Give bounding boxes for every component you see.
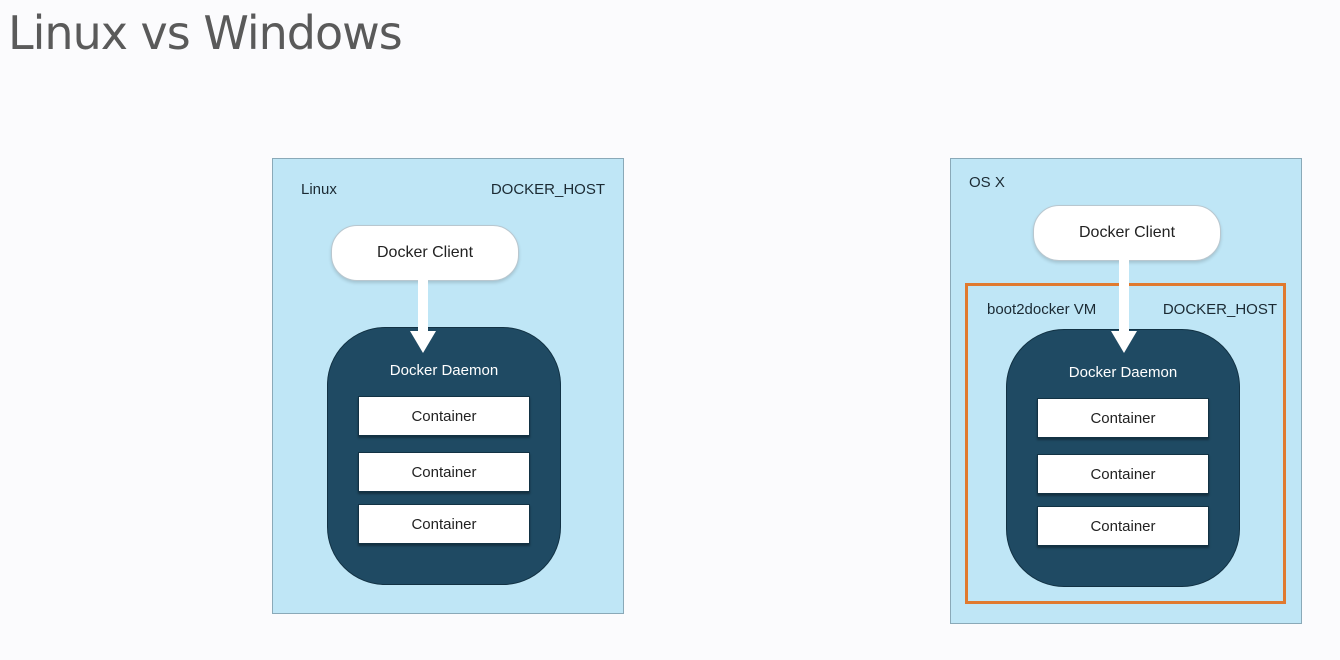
linux-arrow-shaft xyxy=(418,279,428,333)
osx-host-label: OS X xyxy=(969,174,1005,191)
osx-container-3: Container xyxy=(1037,506,1209,546)
linux-daemon-label: Docker Daemon xyxy=(389,362,499,379)
linux-docker-client: Docker Client xyxy=(331,225,519,281)
linux-docker-host-label: DOCKER_HOST xyxy=(490,181,605,198)
osx-arrow-head xyxy=(1111,331,1137,353)
linux-container-3: Container xyxy=(358,504,530,544)
slide-title: Linux vs Windows xyxy=(8,6,403,60)
linux-container-2: Container xyxy=(358,452,530,492)
osx-host-panel: OS X Docker Client boot2docker VM DOCKER… xyxy=(950,158,1302,624)
boot2docker-vm-box: boot2docker VM DOCKER_HOST Docker Daemon… xyxy=(965,283,1286,604)
osx-container-2: Container xyxy=(1037,454,1209,494)
linux-docker-daemon: Docker Daemon Container Container Contai… xyxy=(327,327,561,585)
osx-docker-host-label: DOCKER_HOST xyxy=(1162,301,1277,318)
boot2docker-vm-label: boot2docker VM xyxy=(987,301,1097,318)
osx-docker-client: Docker Client xyxy=(1033,205,1221,261)
linux-host-panel: Linux DOCKER_HOST Docker Client Docker D… xyxy=(272,158,624,614)
osx-daemon-label: Docker Daemon xyxy=(1068,364,1178,381)
linux-container-1: Container xyxy=(358,396,530,436)
linux-arrow-head xyxy=(410,331,436,353)
linux-host-label: Linux xyxy=(301,181,337,198)
osx-docker-daemon: Docker Daemon Container Container Contai… xyxy=(1006,329,1240,587)
osx-container-1: Container xyxy=(1037,398,1209,438)
osx-arrow-shaft xyxy=(1119,259,1129,333)
